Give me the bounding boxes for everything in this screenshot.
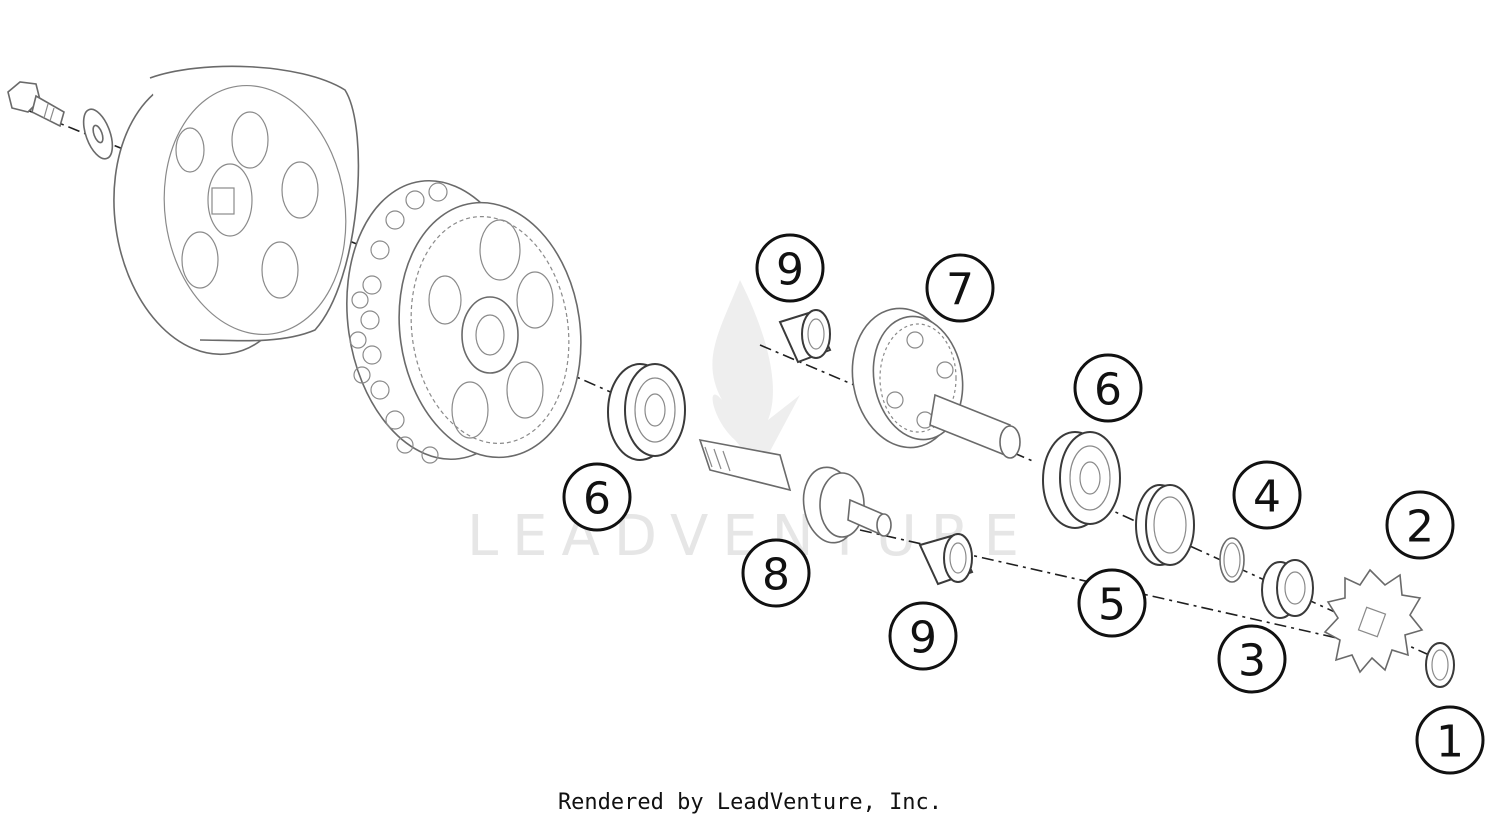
callout-circle: [1073, 353, 1143, 423]
callout-label: 7: [946, 265, 974, 316]
callout-circle: [1385, 490, 1455, 560]
ball-bearing-left: [607, 363, 686, 461]
callout-label: 3: [1238, 636, 1266, 687]
primary-driven-gear: [346, 179, 582, 464]
washer: [82, 108, 114, 160]
callout-1: 1: [1415, 705, 1485, 775]
mainshaft-pinion: [698, 438, 892, 544]
countershaft-gear: [851, 307, 1021, 459]
callout-5: 5: [1077, 568, 1147, 638]
callout-label: 4: [1253, 472, 1281, 523]
o-ring: [1219, 537, 1245, 583]
callout-3: 3: [1217, 624, 1287, 694]
spacer-bushing: [1261, 559, 1314, 619]
callout-circle: [925, 253, 995, 323]
sprocket: [1323, 568, 1424, 674]
callout-2: 2: [1385, 490, 1455, 560]
callout-6: 6: [562, 462, 632, 532]
callout-label: 6: [1094, 365, 1122, 416]
callout-circle: [888, 601, 958, 671]
shaft-seal: [1135, 484, 1195, 566]
flange-bolt: [7, 81, 65, 128]
callout-circle: [741, 538, 811, 608]
callout-label: 2: [1406, 502, 1434, 553]
callout-9: 9: [755, 233, 825, 303]
clutch-drum: [113, 65, 360, 356]
callout-label: 9: [909, 613, 937, 664]
watermark-logo-icon: [712, 280, 800, 470]
callout-label: 9: [776, 245, 804, 296]
callout-circle: [1232, 460, 1302, 530]
callout-circle: [1077, 568, 1147, 638]
axis-line-lower: [859, 529, 1391, 651]
callout-group: 9 7 6 6 4 2 8 5 9 3 1: [562, 233, 1485, 775]
callout-label: 5: [1098, 580, 1126, 631]
callout-circle: [755, 233, 825, 303]
callout-8: 8: [741, 538, 811, 608]
needle-bearing-lower: [918, 533, 974, 586]
circlip: [1425, 642, 1455, 688]
needle-bearing-upper: [778, 309, 832, 364]
footer-credit: Rendered by LeadVenture, Inc.: [557, 790, 943, 815]
callout-4: 4: [1232, 460, 1302, 530]
callout-9: 9: [888, 601, 958, 671]
callout-7: 7: [925, 253, 995, 323]
callout-6: 6: [1073, 353, 1143, 423]
callout-circle: [1415, 705, 1485, 775]
ball-bearing-right: [1042, 431, 1121, 529]
callout-label: 1: [1436, 717, 1464, 768]
callout-label: 8: [762, 550, 790, 601]
callout-circle: [1217, 624, 1287, 694]
callout-circle: [562, 462, 632, 532]
callout-label: 6: [583, 474, 611, 525]
